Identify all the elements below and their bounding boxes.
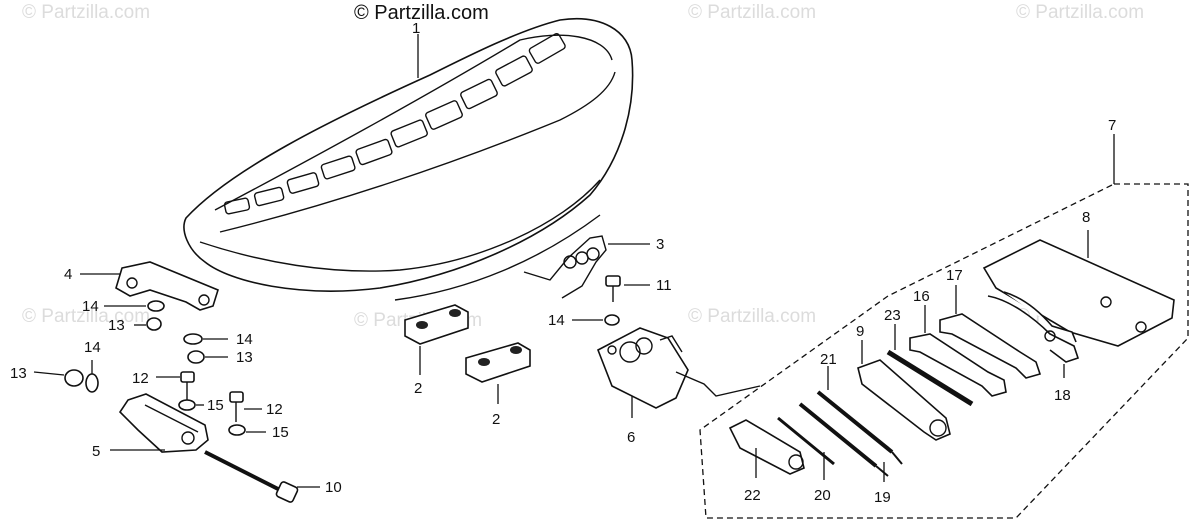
callout-12: 12 — [132, 370, 149, 387]
spring-part[interactable] — [523, 235, 607, 299]
callout-6: 6 — [627, 429, 635, 446]
callout-13: 13 — [236, 349, 253, 366]
callout-20: 20 — [814, 487, 831, 504]
callout-14: 14 — [236, 331, 253, 348]
callout-3: 3 — [656, 236, 664, 253]
watermark: © Partzilla.com — [1016, 2, 1145, 23]
callout-1: 1 — [412, 20, 420, 37]
hinge-bolt-part[interactable] — [204, 450, 299, 503]
watermark: © Partzilla.com — [22, 306, 151, 327]
screwdriver-part[interactable] — [816, 390, 903, 465]
nut-part[interactable] — [146, 317, 162, 331]
washer-part[interactable] — [183, 333, 203, 345]
callout-18: 18 — [1054, 387, 1071, 404]
nut-part[interactable] — [187, 350, 205, 364]
wrench-part[interactable] — [909, 333, 1007, 397]
watermark: © Partzilla.com — [688, 2, 817, 23]
nut-part[interactable] — [64, 369, 84, 387]
screwdriver-part[interactable] — [798, 402, 889, 477]
bolt-part[interactable] — [229, 391, 244, 422]
callout-13: 13 — [108, 317, 125, 334]
screwdriver-part[interactable] — [777, 416, 835, 466]
pliers-part[interactable] — [987, 291, 1080, 363]
callout-22: 22 — [744, 487, 761, 504]
washer-part[interactable] — [228, 424, 246, 436]
screwdriver-handle-part[interactable] — [728, 419, 805, 475]
callout-17: 17 — [946, 267, 963, 284]
callout-14: 14 — [82, 298, 99, 315]
callout-10: 10 — [325, 479, 342, 496]
watermark: © Partzilla.com — [688, 306, 817, 327]
callout-9: 9 — [856, 323, 864, 340]
seat-lock-part[interactable] — [596, 327, 761, 409]
callout-13: 13 — [10, 365, 27, 382]
washer-part[interactable] — [147, 300, 165, 312]
toolkit-outline — [699, 183, 1189, 519]
callout-2: 2 — [492, 411, 500, 428]
callout-15: 15 — [207, 397, 224, 414]
callout-12: 12 — [266, 401, 283, 418]
bolt-part[interactable] — [605, 275, 621, 302]
callout-14: 14 — [548, 312, 565, 329]
extension-bar-part[interactable] — [886, 349, 974, 407]
seat-cushion-part[interactable] — [404, 304, 469, 345]
tool-bag-part[interactable] — [982, 239, 1175, 347]
credit-text: © Partzilla.com — [354, 2, 489, 24]
washer-part[interactable] — [85, 373, 99, 393]
callout-11: 11 — [656, 277, 672, 294]
washer-part[interactable] — [178, 399, 196, 411]
callout-8: 8 — [1082, 209, 1090, 226]
callout-15: 15 — [272, 424, 289, 441]
callout-7: 7 — [1108, 117, 1116, 134]
watermark: © Partzilla.com — [22, 2, 151, 23]
callout-4: 4 — [64, 266, 72, 283]
callout-21: 21 — [820, 351, 837, 368]
wrench-part[interactable] — [939, 313, 1042, 379]
callout-14: 14 — [84, 339, 101, 356]
seat-part[interactable] — [183, 18, 634, 301]
callout-5: 5 — [92, 443, 100, 460]
callout-19: 19 — [874, 489, 891, 506]
plug-wrench-part[interactable] — [857, 359, 951, 441]
callout-2: 2 — [414, 380, 422, 397]
callout-23: 23 — [884, 307, 901, 324]
bolt-part[interactable] — [180, 371, 195, 400]
seat-cushion-part[interactable] — [465, 342, 531, 383]
hinge-bracket-part[interactable] — [118, 393, 209, 453]
washer-part[interactable] — [604, 314, 620, 326]
callout-16: 16 — [913, 288, 930, 305]
seat-bracket-part[interactable] — [115, 261, 219, 311]
